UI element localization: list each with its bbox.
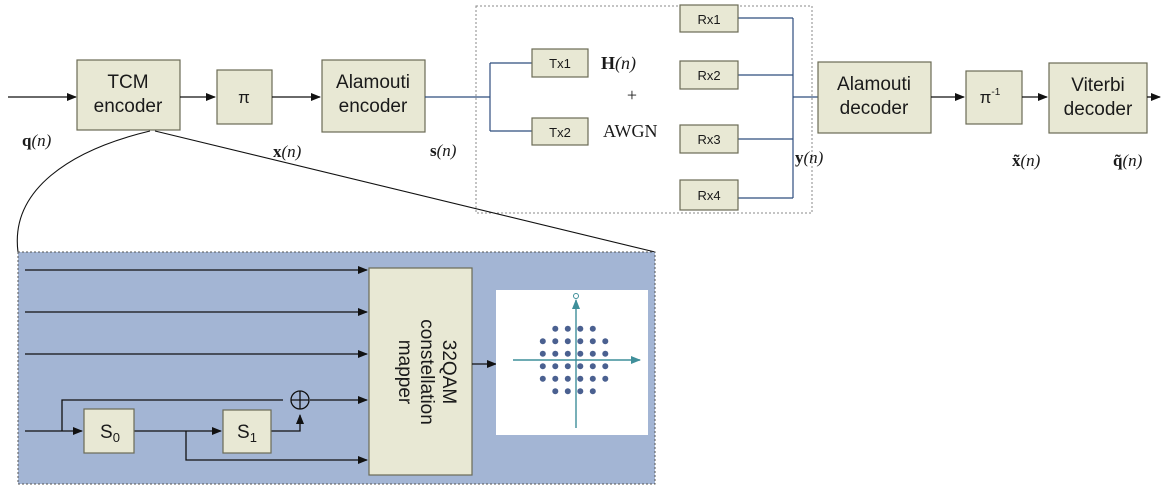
signal-s-label: s(n) (430, 141, 457, 160)
signal-q-tilde-label: q̃(n) (1113, 151, 1143, 170)
channel-plus: + (627, 85, 637, 105)
constellation-point (564, 338, 571, 345)
constellation-axis-marker (573, 293, 579, 299)
constellation-point (552, 338, 559, 345)
channel-wiring (425, 17, 818, 199)
tcm-encoder-label-1: TCM (107, 72, 148, 93)
mapper-label-1: 32QAM (438, 340, 459, 404)
awgn-label: AWGN (603, 121, 658, 141)
tx2-block: Tx2 (531, 117, 589, 146)
viterbi-decoder-label-1: Viterbi (1071, 75, 1125, 96)
constellation-point (577, 350, 584, 357)
constellation-point (564, 325, 571, 332)
tcm-encoder-label-2: encoder (94, 96, 163, 117)
constellation-point (564, 388, 571, 395)
tx2-label: Tx2 (549, 125, 571, 140)
constellation-point (602, 350, 609, 357)
constellation-point (539, 350, 546, 357)
channel-region (475, 5, 813, 214)
s0-label: S0 (100, 422, 120, 445)
constellation-point (577, 338, 584, 345)
alamouti-decoder-block: Alamouti decoder (817, 61, 932, 134)
convolutional-wiring (25, 396, 368, 464)
tx1-label: Tx1 (549, 56, 571, 71)
alamouti-decoder-label-2: decoder (840, 98, 909, 119)
constellation-point (602, 375, 609, 382)
constellation-point (602, 363, 609, 370)
alamouti-encoder-label-2: encoder (339, 96, 408, 117)
alamouti-encoder-block: Alamouti encoder (321, 59, 426, 133)
alamouti-decoder-label-1: Alamouti (837, 74, 911, 95)
interleaver-block: π (216, 69, 273, 125)
viterbi-decoder-label-2: decoder (1064, 99, 1133, 120)
constellation-point (577, 375, 584, 382)
mapper-label-2: constellation (416, 319, 437, 425)
s0-register: S0 (83, 408, 135, 454)
constellation-point (589, 388, 596, 395)
channel-matrix-label: H(n) (601, 53, 636, 74)
constellation-point (577, 325, 584, 332)
constellation-point (564, 375, 571, 382)
constellation-point (577, 363, 584, 370)
rx2-label: Rx2 (697, 68, 720, 83)
constellation-point (589, 375, 596, 382)
constellation-mapper-block: 32QAM constellation mapper (368, 267, 473, 476)
constellation-point (564, 363, 571, 370)
zoom-callout-right (154, 130, 656, 253)
rx4-block: Rx4 (679, 179, 739, 211)
mapper-label-3: mapper (394, 340, 415, 405)
s1-label: S1 (237, 422, 257, 445)
tcm-encoder-block: TCM encoder (76, 59, 181, 131)
constellation-point (552, 388, 559, 395)
signal-y-label: y(n) (795, 148, 824, 167)
deinterleaver-label: π-1 (980, 87, 1001, 107)
constellation-point (589, 363, 596, 370)
signal-x-tilde-label: x̃(n) (1012, 151, 1041, 170)
constellation-point (589, 325, 596, 332)
constellation-points (539, 325, 609, 395)
rx3-block: Rx3 (679, 124, 739, 154)
constellation-point (539, 375, 546, 382)
interleaver-label: π (238, 88, 250, 107)
constellation-point (589, 350, 596, 357)
rx2-block: Rx2 (679, 60, 739, 90)
constellation-point (602, 338, 609, 345)
xor-adder (290, 390, 310, 410)
s1-register: S1 (222, 409, 272, 454)
rx4-label: Rx4 (697, 188, 720, 203)
alamouti-encoder-label-1: Alamouti (336, 72, 410, 93)
viterbi-decoder-block: Viterbi decoder (1048, 62, 1148, 134)
constellation-plot (496, 290, 648, 435)
constellation-point (552, 363, 559, 370)
constellation-point (552, 375, 559, 382)
rx1-label: Rx1 (697, 12, 720, 27)
deinterleaver-block: π-1 (965, 70, 1023, 125)
constellation-point (564, 350, 571, 357)
constellation-point (552, 325, 559, 332)
constellation-point (552, 350, 559, 357)
constellation-point (539, 363, 546, 370)
constellation-point (589, 338, 596, 345)
constellation-point (539, 338, 546, 345)
rx3-label: Rx3 (697, 132, 720, 147)
constellation-point (577, 388, 584, 395)
signal-x-label: x(n) (273, 142, 302, 161)
zoom-callout-left (16, 130, 151, 253)
tx1-block: Tx1 (531, 48, 589, 78)
rx1-block: Rx1 (679, 4, 739, 33)
signal-q-label: q(n) (22, 131, 52, 150)
